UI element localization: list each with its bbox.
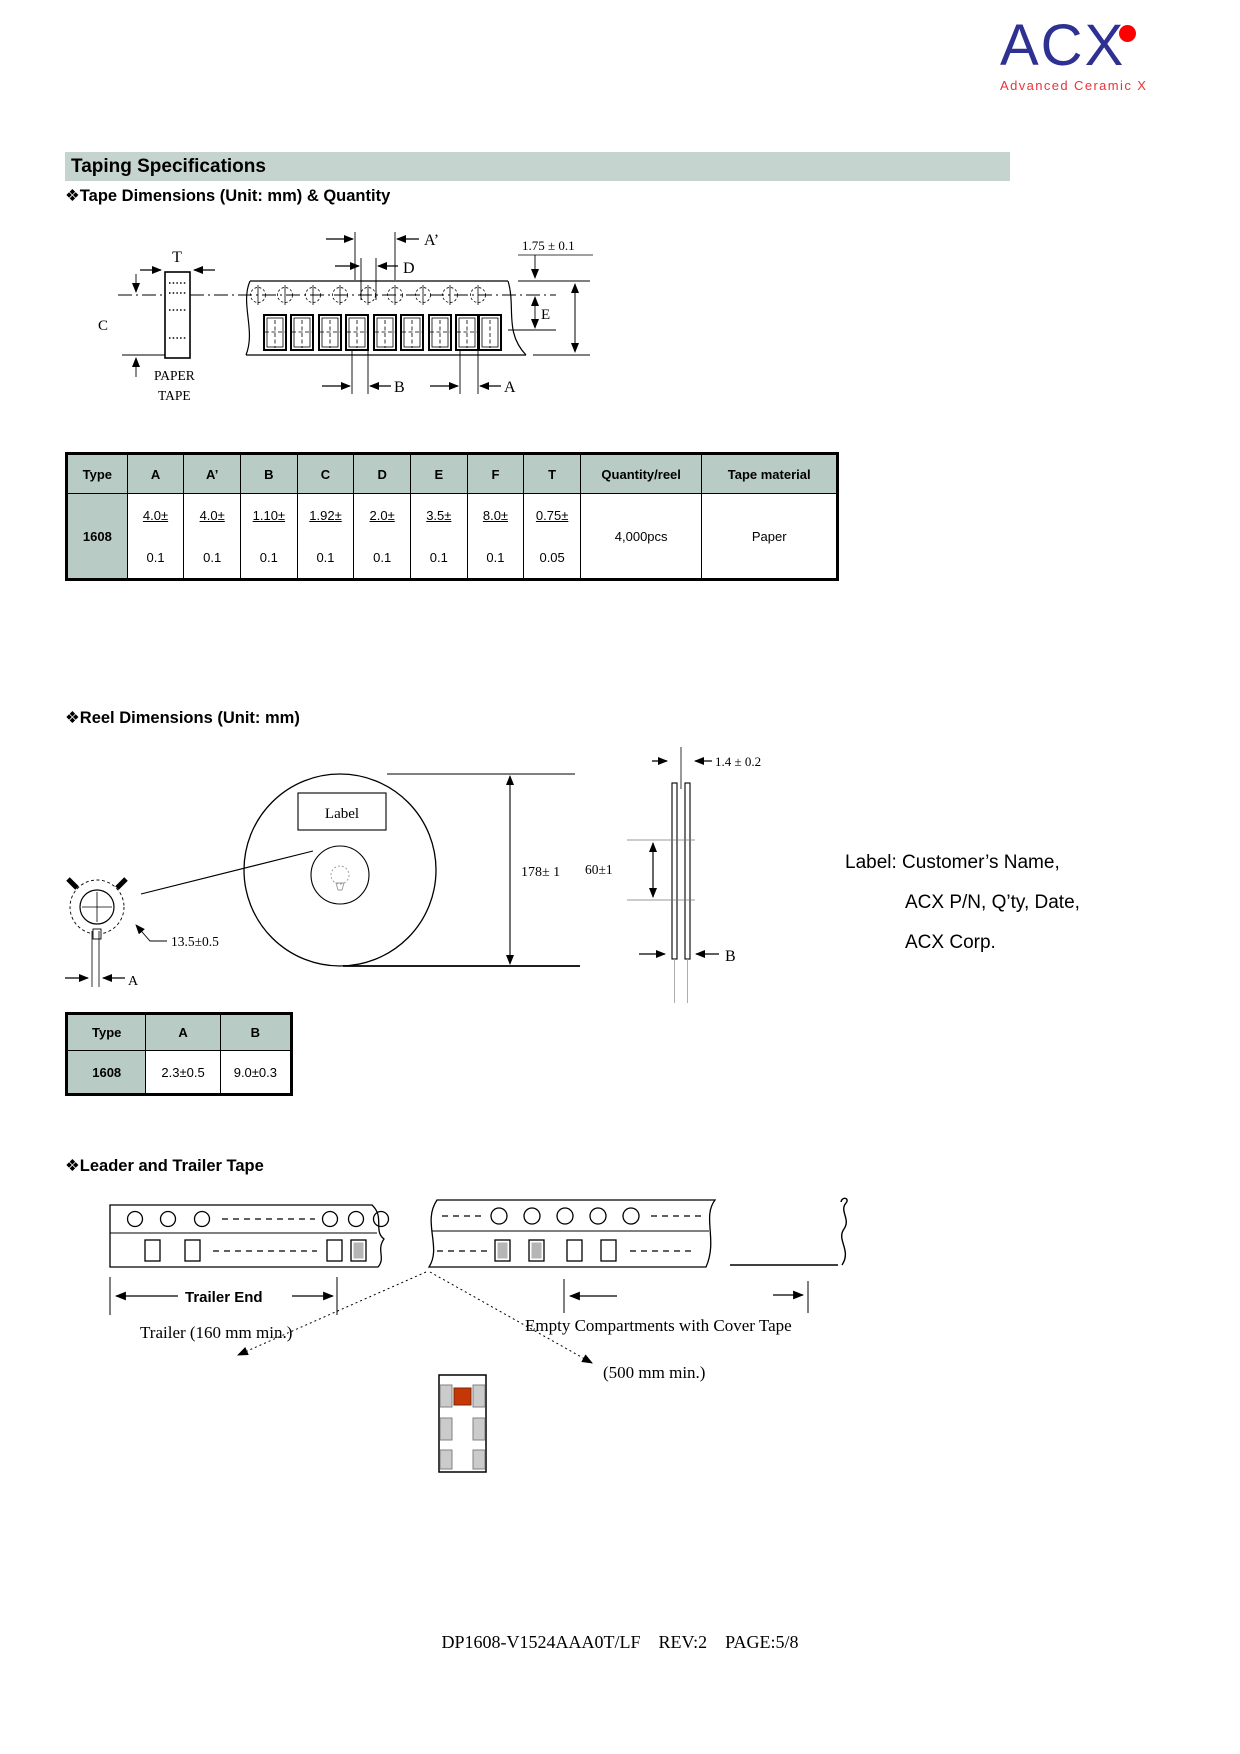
reel-table-header-row: Type A B bbox=[65, 1013, 293, 1051]
component-body-mark bbox=[453, 1387, 472, 1406]
tape-label-tape: TAPE bbox=[158, 388, 191, 403]
trailer-length-label: Trailer (160 mm min.) bbox=[140, 1323, 292, 1342]
tape-table-data-row: 1608 4.0± 0.1 4.0± 0.1 1.10± 0.1 1.92± 0.1 2… bbox=[66, 493, 838, 580]
header-cell-b: B bbox=[240, 453, 298, 494]
dim-value-bottom: 0.1 bbox=[486, 550, 505, 565]
logo-acx-text: ACX bbox=[1000, 13, 1126, 78]
logo-red-dot-icon bbox=[1119, 25, 1136, 42]
dim-value-bottom: 0.1 bbox=[316, 550, 335, 565]
header-cell-type: Type bbox=[66, 453, 128, 494]
header-cell-material: Tape material bbox=[701, 453, 838, 494]
dim-value-top: 3.5± bbox=[426, 508, 452, 523]
tape-dim-top-pitch: 1.75 ± 0.1 bbox=[522, 238, 575, 253]
tape-dimensions-heading: ❖Tape Dimensions (Unit: mm) & Quantity bbox=[65, 187, 391, 205]
reel-dim-label-b: B bbox=[725, 948, 736, 965]
reel-dim-diameter: 178± 1 bbox=[521, 865, 560, 880]
quantity-value: 4,000pcs bbox=[579, 493, 703, 580]
tape-dim-label-t: T bbox=[172, 249, 182, 266]
dim-value-bottom: 0.1 bbox=[259, 550, 278, 565]
header-cell-t: T bbox=[523, 453, 581, 494]
reel-dim-label-a: A bbox=[128, 974, 139, 989]
page-title: Taping Specifications bbox=[65, 152, 1010, 181]
header-cell-b: B bbox=[219, 1013, 293, 1051]
reel-label-box-text: Label bbox=[325, 806, 359, 822]
header-cell-d: D bbox=[353, 453, 411, 494]
tape-dim-label-d: D bbox=[403, 260, 415, 277]
dim-value-bottom: 0.05 bbox=[539, 550, 565, 565]
tape-dim-label-e: E bbox=[541, 307, 550, 323]
footer-document-number: DP1608-V1524AAA0T/LF REV:2 PAGE:5/8 bbox=[441, 1632, 799, 1652]
dim-c-cell: 1.92± 0.1 bbox=[296, 493, 355, 580]
tape-table-header-row: Type A A’ B C D E F T Quantity/reel Tape… bbox=[66, 453, 838, 494]
min-500-label: (500 mm min.) bbox=[603, 1363, 705, 1382]
tape-label-paper: PAPER bbox=[154, 368, 195, 383]
reel-dim-thickness: 1.4 ± 0.2 bbox=[715, 754, 761, 769]
type-value: 1608 bbox=[66, 493, 128, 580]
header-cell-quantity: Quantity/reel bbox=[579, 453, 703, 494]
reel-note-line2: ACX P/N, Q’ty, Date, bbox=[905, 892, 1080, 913]
dim-value-top: 8.0± bbox=[482, 508, 509, 523]
dim-a-prime-cell: 4.0± 0.1 bbox=[183, 493, 242, 580]
reel-dimensions-table: Type A B 1608 2.3±0.5 9.0±0.3 bbox=[65, 1012, 293, 1096]
dim-value-bottom: 0.1 bbox=[429, 550, 448, 565]
reel-table-data-row: 1608 2.3±0.5 9.0±0.3 bbox=[65, 1050, 293, 1095]
header-cell-e: E bbox=[409, 453, 468, 494]
reel-label-note: Label: Customer’s Name, ACX P/N, Q’ty, D… bbox=[845, 843, 1080, 963]
acx-logo: ACX Advanced Ceramic X bbox=[1000, 13, 1160, 94]
leader-trailer-heading: ❖Leader and Trailer Tape bbox=[65, 1157, 264, 1175]
dim-f-cell: 8.0± 0.1 bbox=[466, 493, 525, 580]
dim-value-top: 1.92± bbox=[309, 508, 342, 523]
dim-value-top: 0.75± bbox=[535, 508, 569, 523]
tape-dimensions-table: Type A A’ B C D E F T Quantity/reel Tape… bbox=[65, 452, 839, 581]
header-cell-a: A bbox=[126, 453, 185, 494]
dim-b-cell: 1.10± 0.1 bbox=[240, 493, 298, 580]
header-cell-type: Type bbox=[65, 1013, 147, 1051]
dim-t-cell: 0.75± 0.05 bbox=[523, 493, 581, 580]
tape-dimensions-diagram: T C PAPER TAPE A’ D 1.75 ± 0.1 E B A bbox=[98, 232, 593, 403]
material-value: Paper bbox=[701, 493, 838, 580]
type-value: 1608 bbox=[65, 1050, 147, 1095]
tape-dim-label-c: C bbox=[98, 318, 108, 334]
dim-d-cell: 2.0± 0.1 bbox=[353, 493, 411, 580]
tape-dim-label-b: B bbox=[394, 379, 405, 396]
reel-note-line3: ACX Corp. bbox=[905, 932, 996, 953]
trailer-end-label: Trailer End bbox=[185, 1289, 263, 1306]
dim-value-top: 2.0± bbox=[369, 508, 395, 523]
header-cell-a-prime: A’ bbox=[183, 453, 242, 494]
reel-dimensions-diagram: Label 178± 1 13.5±0.5 A 1.4 ± 0.2 60±1 B bbox=[65, 747, 761, 1003]
reel-a-value: 2.3±0.5 bbox=[145, 1050, 221, 1095]
dim-a-cell: 4.0± 0.1 bbox=[126, 493, 185, 580]
reel-dim-width: 60±1 bbox=[585, 862, 613, 877]
component-orientation-drawing bbox=[438, 1374, 487, 1473]
reel-dimensions-heading: ❖Reel Dimensions (Unit: mm) bbox=[65, 709, 300, 727]
tape-dim-label-a: A bbox=[504, 379, 516, 396]
dim-value-bottom: 0.1 bbox=[146, 550, 165, 565]
logo-subtitle: Advanced Ceramic X bbox=[1000, 78, 1148, 93]
header-cell-c: C bbox=[296, 453, 355, 494]
empty-compartments-label: Empty Compartments with Cover Tape bbox=[525, 1316, 792, 1335]
reel-note-line1: Label: Customer’s Name, bbox=[845, 852, 1060, 873]
tape-dim-label-a-prime: A’ bbox=[424, 232, 439, 249]
header-cell-f: F bbox=[466, 453, 525, 494]
dim-value-top: 4.0± bbox=[142, 508, 169, 523]
leader-trailer-diagram: Trailer End Trailer (160 mm min.) Empty … bbox=[109, 1197, 848, 1473]
header-cell-a: A bbox=[145, 1013, 221, 1051]
reel-dim-hub: 13.5±0.5 bbox=[171, 934, 219, 949]
reel-b-value: 9.0±0.3 bbox=[219, 1050, 293, 1095]
dim-value-top: 4.0± bbox=[199, 508, 225, 523]
dim-e-cell: 3.5± 0.1 bbox=[409, 493, 468, 580]
dim-value-top: 1.10± bbox=[252, 508, 286, 523]
dim-value-bottom: 0.1 bbox=[203, 550, 222, 565]
dim-value-bottom: 0.1 bbox=[373, 550, 392, 565]
